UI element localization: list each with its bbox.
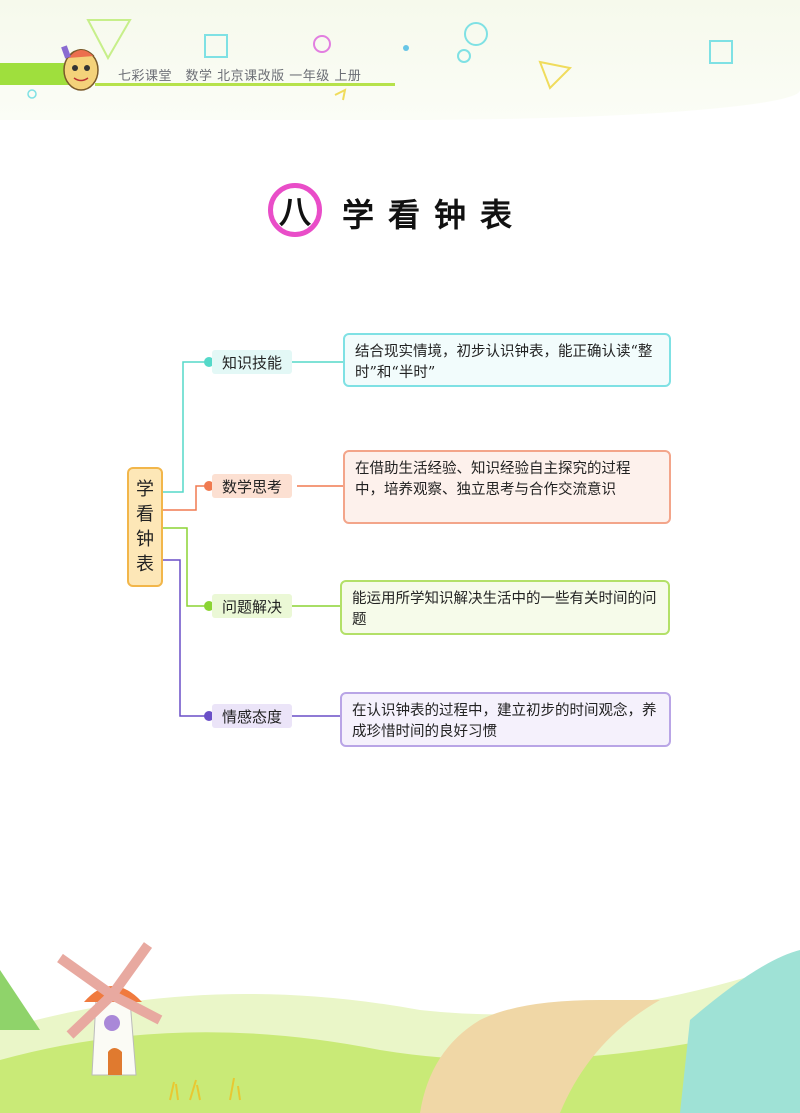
mindmap-root: 学 看 钟 表 [127,467,163,587]
goal-box-knowledge: 结合现实情境，初步认识钟表，能正确认读“整时”和“半时” [343,333,671,387]
tree-icon [0,970,40,1030]
connector-attitude [163,559,210,717]
branch-dot-icon [204,711,214,721]
connector-knowledge [163,361,210,493]
goal-box-thinking: 在借助生活经验、知识经验自主探究的过程中，培养观察、独立思考与合作交流意识 [343,450,671,524]
header-underline [95,83,395,86]
header-decorations [27,19,733,101]
category-problem-solving: 问题解决 [212,594,293,618]
hill-teal [680,950,800,1113]
square-decoration-icon [709,40,733,64]
category-emotion-attitude: 情感态度 [212,704,293,728]
root-char: 表 [136,553,154,575]
connector-problem [163,527,210,607]
category-knowledge-skills: 知识技能 [212,350,293,374]
circle-decoration-icon [464,22,488,46]
triangle-decoration-icon [538,60,573,90]
circle-decoration-icon [457,49,471,63]
connector-thinking [163,485,210,511]
triangle-decoration-icon [86,19,132,61]
header-background [0,0,800,120]
path-road [420,1000,660,1113]
goal-box-problem: 能运用所学知识解决生活中的一些有关时间的问题 [340,580,670,635]
arrow-decoration-icon [334,88,347,101]
branch-dot-icon [204,601,214,611]
circle-decoration-icon [27,89,37,99]
category-math-thinking: 数学思考 [212,474,293,498]
root-char: 钟 [136,528,154,550]
circle-decoration-icon [313,35,331,53]
root-char: 学 [136,478,154,500]
branch-dot-icon [204,357,214,367]
goal-box-attitude: 在认识钟表的过程中，建立初步的时间观念，养成珍惜时间的良好习惯 [340,692,671,747]
square-decoration-icon [204,34,228,58]
page-title: 学看钟表 [342,196,527,234]
root-char: 看 [136,503,154,525]
dot-decoration-icon [403,45,409,51]
windmill-icon [57,942,163,1076]
mascot-icon [61,45,99,91]
chapter-number-badge: 八 [268,183,322,237]
grass-icon [169,1077,241,1101]
hill-foreground [0,1020,800,1113]
branch-dot-icon [204,481,214,491]
header-book-info: 七彩课堂 数学 北京课改版 一年级 上册 [118,69,362,84]
landscape-illustration [0,942,800,1113]
